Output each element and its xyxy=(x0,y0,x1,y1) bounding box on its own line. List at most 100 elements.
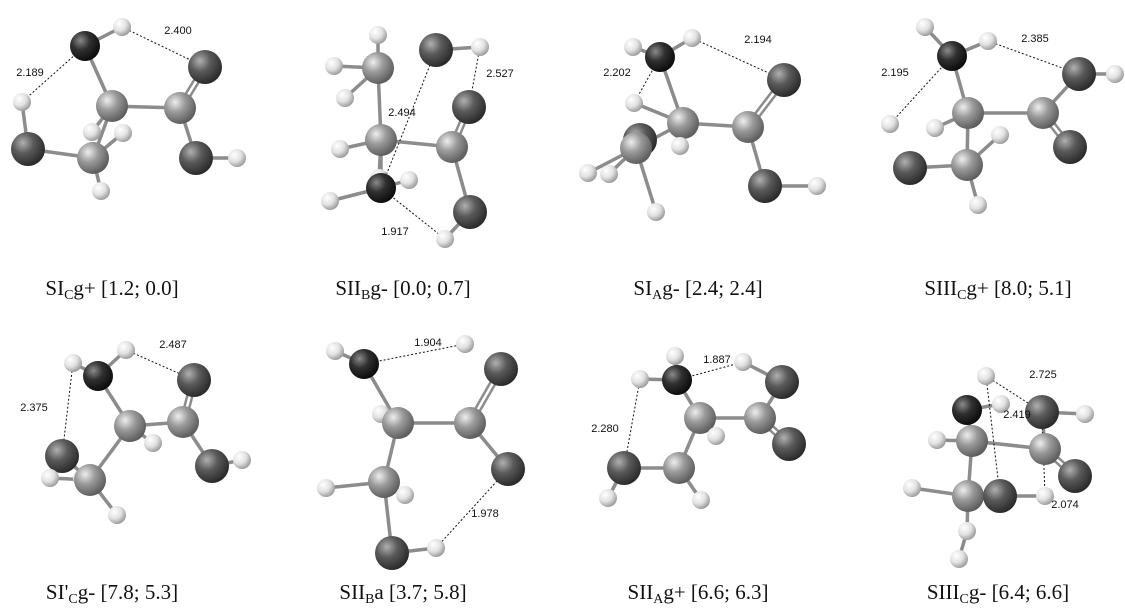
hydrogen-atom xyxy=(396,486,414,504)
hydrogen-atom xyxy=(734,353,752,371)
carbon-atom xyxy=(167,406,199,438)
hydrogen-bond-line xyxy=(435,468,509,549)
oxygen-atom xyxy=(748,169,782,203)
hydrogen-atom xyxy=(926,119,944,137)
hydrogen-atom xyxy=(991,126,1009,144)
oxygen-atom xyxy=(452,90,486,124)
hydrogen-atom xyxy=(969,196,987,214)
distance-label: 1.917 xyxy=(381,226,409,238)
oxygen-atom xyxy=(772,427,806,461)
hydrogen-atom xyxy=(336,89,354,107)
distance-label: 2.194 xyxy=(744,34,772,46)
structure-label-s4: SIIICg+ [8.0; 5.1] xyxy=(924,276,1072,303)
oxygen-atom xyxy=(491,452,525,486)
carbon-atom xyxy=(620,132,652,164)
hydrogen-atom xyxy=(671,137,689,155)
oxygen-atom xyxy=(1058,459,1092,493)
distance-label: 2.195 xyxy=(881,67,909,79)
hydrogen-atom xyxy=(92,182,110,200)
carbon-atom xyxy=(684,402,716,434)
distance-label: 2.385 xyxy=(1021,33,1049,45)
carbon-atom xyxy=(1029,433,1061,465)
hydrogen-atom xyxy=(13,93,31,111)
oxygen-atom xyxy=(453,195,487,229)
hydrogen-bond-line xyxy=(380,49,437,189)
oxygen-atom xyxy=(1062,57,1096,91)
hydrogen-atom xyxy=(471,38,489,56)
carbon-atom xyxy=(956,425,988,457)
carbon-atom xyxy=(663,452,695,484)
structure-label-s6: SIIBa [3.7; 5.8] xyxy=(339,580,467,607)
carbon-atom xyxy=(164,92,196,124)
oxygen-atom xyxy=(1053,130,1087,164)
hydrogen-atom xyxy=(326,342,344,360)
hydrogen-atom xyxy=(600,165,618,183)
oxygen-atom xyxy=(1025,395,1059,429)
carbon-atom xyxy=(454,407,486,439)
carbon-atom xyxy=(436,131,468,163)
distance-label: 1.887 xyxy=(703,354,731,366)
hydrogen-atom xyxy=(692,491,710,509)
hydrogen-bond-line xyxy=(985,375,1043,413)
carbon-atom xyxy=(114,410,146,442)
hydrogen-atom xyxy=(928,431,946,449)
hydrogen-atom xyxy=(599,489,617,507)
distance-label: 2.074 xyxy=(1051,499,1079,511)
molecule-s7: 2.280 1.887 xyxy=(591,347,806,509)
structure-label-s7: SIIAg+ [6.6; 6.3] xyxy=(627,580,769,607)
distance-label: 2.280 xyxy=(591,423,619,435)
hydrogen-atom xyxy=(1106,65,1124,83)
distance-label: 2.487 xyxy=(159,339,187,351)
hydrogen-atom xyxy=(579,164,597,182)
carbon-atom xyxy=(952,480,984,512)
distance-label: 1.978 xyxy=(471,508,499,520)
hydrogen-atom xyxy=(436,230,454,248)
oxygen-atom xyxy=(983,479,1017,513)
hydrogen-atom xyxy=(808,177,826,195)
oxygen-atom xyxy=(767,63,801,97)
oxygen-atom xyxy=(177,363,211,397)
hydrogen-atom xyxy=(903,479,921,497)
hydrogen-atom xyxy=(331,140,349,158)
hydrogen-bond-line xyxy=(889,55,953,125)
nitrogen-atom xyxy=(952,395,982,425)
distance-label: 2.189 xyxy=(16,67,44,79)
carbon-atom xyxy=(1027,97,1059,129)
hydrogen-atom xyxy=(624,38,642,56)
distance-label: 2.202 xyxy=(603,67,631,79)
molecule-s4: 2.195 2.385 xyxy=(881,18,1124,214)
hydrogen-atom xyxy=(950,550,968,568)
hydrogen-atom xyxy=(400,171,418,189)
nitrogen-atom xyxy=(662,365,692,395)
hydrogen-atom xyxy=(958,522,976,540)
oxygen-atom xyxy=(375,536,409,570)
hydrogen-atom xyxy=(456,335,474,353)
oxygen-atom xyxy=(484,352,518,386)
oxygen-atom xyxy=(607,451,641,485)
oxygen-atom xyxy=(893,151,927,185)
hydrogen-atom xyxy=(992,395,1010,413)
structure-label-s5: SI'Cg- [7.8; 5.3] xyxy=(45,580,179,607)
structure-label-s8: SIIICg- [6.4; 6.6] xyxy=(926,580,1070,607)
hydrogen-atom xyxy=(666,347,684,365)
hydrogen-atom xyxy=(631,370,649,388)
hydrogen-atom xyxy=(1036,487,1054,505)
hydrogen-atom xyxy=(113,18,131,36)
hydrogen-atom xyxy=(881,115,899,133)
hydrogen-bond-line xyxy=(985,375,1001,497)
hydrogen-atom xyxy=(108,506,126,524)
hydrogen-atom xyxy=(647,203,665,221)
carbon-atom xyxy=(74,464,106,496)
hydrogen-atom xyxy=(233,451,251,469)
hydrogen-atom xyxy=(114,124,132,142)
hydrogen-atom xyxy=(41,469,59,487)
hydrogen-atom xyxy=(683,29,701,47)
hydrogen-atom xyxy=(228,149,246,167)
hydrogen-bond-line xyxy=(363,343,466,365)
distance-label: 2.494 xyxy=(388,107,416,119)
carbon-atom xyxy=(732,111,764,143)
hydrogen-atom xyxy=(625,94,643,112)
